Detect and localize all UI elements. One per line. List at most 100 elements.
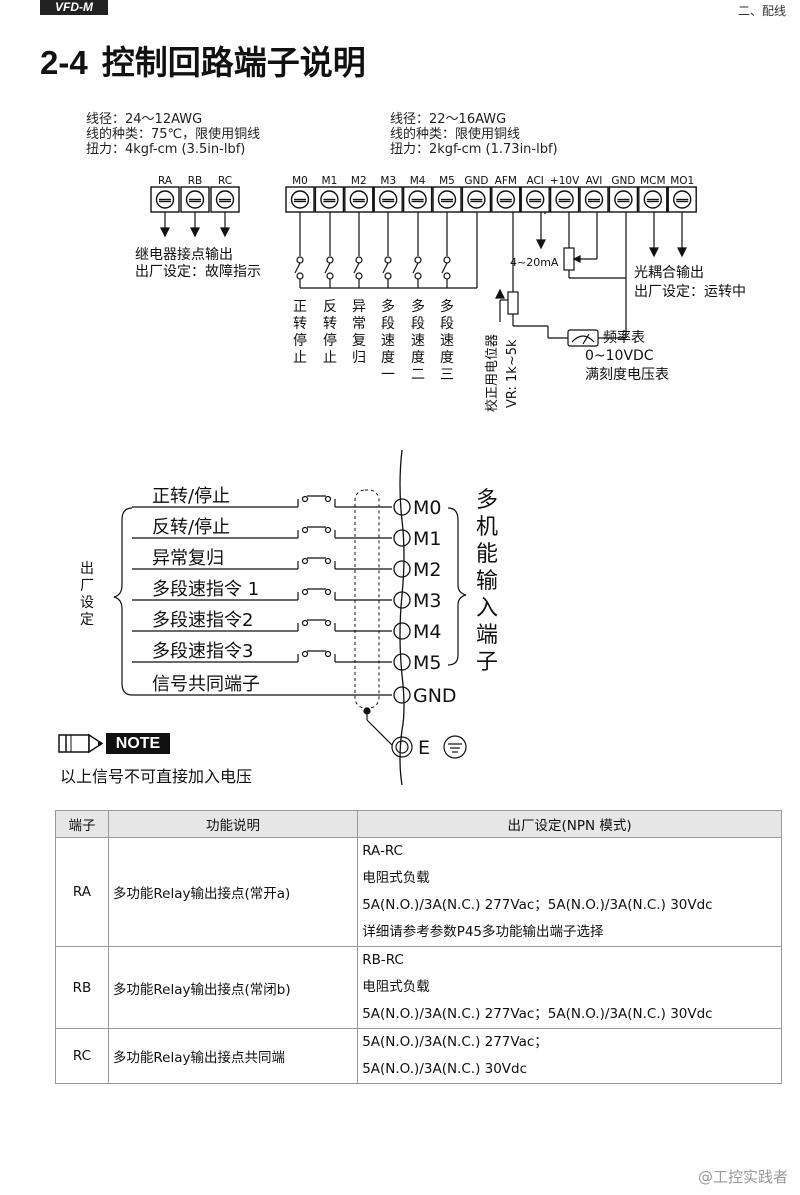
shield-cable: [354, 489, 380, 709]
header-function: 功能说明: [107, 810, 359, 838]
terminal-circle: [393, 560, 411, 578]
settings-cell: RB-RC 电阻式负载 5A(N.O.)/3A(N.C.) 277Vac；5A(…: [357, 946, 782, 1029]
control-terminal-0: M0: [285, 175, 315, 213]
control-terminal-9-label: +10V: [550, 175, 580, 187]
factory-setting-label: 出厂设定: [80, 561, 94, 628]
terminal-label: M5: [413, 652, 441, 674]
setting-line: 电阻式负载: [362, 870, 430, 886]
input-label-2: 异常复归: [352, 299, 366, 366]
aci-arrow: [536, 212, 546, 250]
input-row: 异常复归 M2: [132, 548, 441, 581]
earth-connection: [363, 707, 467, 759]
vr-label: 校正用电位器: [484, 334, 500, 412]
section-title-text: 控制回路端子说明: [101, 43, 366, 82]
control-terminal-7: AFM: [491, 175, 521, 213]
multi-function-input-label: 多机能输入端子: [476, 488, 498, 675]
control-spec-gauge: 线径：22～16AWG: [390, 112, 507, 127]
mo-output-arrows: [649, 212, 687, 258]
mo-note-1: 光耦合输出: [634, 265, 704, 281]
section-title: 2-4 控制回路端子说明: [40, 36, 366, 84]
function-cell: 多功能Relay输出接点(常开a): [107, 837, 359, 947]
function-label: 多段速指令2: [152, 610, 253, 631]
setting-line: 详细请参考参数P45多功能输出端子选择: [362, 924, 604, 940]
relay-spec-type: 线的种类：75℃，限使用铜线: [86, 127, 261, 142]
setting-line: 5A(N.O.)/3A(N.C.) 277Vac；5A(N.O.)/3A(N.C…: [362, 1006, 713, 1022]
group-label-text: 多机能输入端子: [476, 488, 498, 675]
control-terminal-5: M5: [432, 175, 462, 213]
input-label-1: 反转停止: [323, 299, 337, 366]
terminal-circle: [393, 622, 411, 640]
control-terminal-13: MO1: [667, 175, 697, 213]
terminal-bus-line: [399, 449, 405, 786]
control-terminal-7-label: AFM: [495, 175, 517, 187]
control-terminal-3: M3: [373, 175, 403, 213]
potentiometer: [563, 212, 627, 279]
earth-label: E: [418, 737, 430, 759]
control-terminal-12: MCM: [638, 175, 668, 213]
input-group-bracket: [447, 507, 467, 666]
function-label: 异常复归: [152, 548, 224, 569]
setting-line: 电阻式负载: [362, 979, 430, 995]
relay-wire-spec: 线径：24～12AWG 线的种类：75℃，限使用铜线 扭力：4kgf-cm (3…: [86, 112, 260, 157]
terminal-circle: [393, 686, 411, 704]
relay-output-arrows: [160, 212, 230, 238]
settings-cell: RA-RC 电阻式负载 5A(N.O.)/3A(N.C.) 277Vac；5A(…: [357, 837, 782, 947]
meter-label-2: 0~10VDC: [585, 348, 654, 364]
relay-spec-gauge: 线径：24～12AWG: [86, 112, 203, 127]
function-cell: 多功能Relay输出接点共同端: [107, 1028, 359, 1084]
setting-line: 5A(N.O.)/3A(N.C.) 30Vdc: [362, 1061, 528, 1077]
function-label: 信号共同端子: [152, 674, 260, 695]
function-label: 多段速指令 1: [152, 579, 259, 600]
control-terminal-11-label: GND: [611, 175, 635, 187]
control-spec-type: 线的种类：限使用铜线: [390, 127, 521, 142]
control-terminal-3-label: M3: [380, 175, 396, 187]
terminal-circle: [393, 653, 411, 671]
control-terminal-5-label: M5: [439, 175, 455, 187]
table-header-row: 端子 功能说明 出厂设定(NPN 模式): [55, 810, 782, 838]
relay-terminal-rc-label: RC: [218, 175, 232, 187]
factory-setting-text: 出厂设定: [80, 561, 94, 628]
control-terminal-9: +10V: [549, 175, 580, 213]
relay-note-2: 出厂设定：故障指示: [135, 264, 261, 280]
setting-line: RB-RC: [362, 952, 404, 968]
relay-terminal-rb-label: RB: [188, 175, 203, 187]
afm-meter-circuit: [495, 212, 627, 347]
control-terminal-2-label: M2: [351, 175, 367, 187]
control-terminal-6: GND: [461, 175, 492, 213]
section-number: 2-4: [40, 44, 88, 81]
control-terminal-1: M1: [314, 175, 345, 213]
terminal-label: M3: [413, 590, 441, 612]
settings-cell: 5A(N.O.)/3A(N.C.) 277Vac； 5A(N.O.)/3A(N.…: [357, 1028, 782, 1084]
control-terminal-4-label: M4: [410, 175, 426, 187]
chapter-label: 二、配线: [737, 4, 786, 18]
control-terminal-10-label: AVI: [586, 175, 603, 187]
control-terminal-8-label: ACI: [526, 175, 543, 187]
input-switches: [294, 212, 478, 289]
setting-line: 5A(N.O.)/3A(N.C.) 277Vac；5A(N.O.)/3A(N.C…: [362, 897, 713, 913]
control-wire-spec: 线径：22～16AWG 线的种类：限使用铜线 扭力：2kgf-cm (1.73i…: [390, 112, 558, 157]
control-terminal-1-label: M1: [322, 175, 338, 187]
note-text: 以上信号不可直接加入电压: [60, 767, 253, 786]
meter-label-1: 频率表: [603, 329, 645, 346]
vr-value: VR: 1k~5k: [505, 339, 520, 408]
control-terminal-2: M2: [344, 175, 374, 213]
terminal-function-table: 端子 功能说明 出厂设定(NPN 模式) RA 多功能Relay输出接点(常开a…: [55, 810, 782, 1084]
table-row: RC 多功能Relay输出接点共同端 5A(N.O.)/3A(N.C.) 277…: [55, 1028, 782, 1084]
terminal-label: M1: [413, 528, 441, 550]
terminal-label: M2: [413, 559, 441, 581]
terminal-cell: RA: [55, 837, 109, 947]
relay-terminal-rc: RC: [210, 175, 240, 213]
relay-terminal-ra: RA: [150, 175, 180, 213]
aci-label: 4~20mA: [510, 256, 559, 269]
input-label-3: 多段速度一: [381, 298, 395, 383]
table-row: RA 多功能Relay输出接点(常开a) RA-RC 电阻式负载 5A(N.O.…: [55, 837, 782, 947]
control-terminal-13-label: MO1: [670, 175, 694, 187]
control-terminal-4: M4: [402, 175, 433, 213]
note-badge: NOTE: [58, 733, 170, 754]
